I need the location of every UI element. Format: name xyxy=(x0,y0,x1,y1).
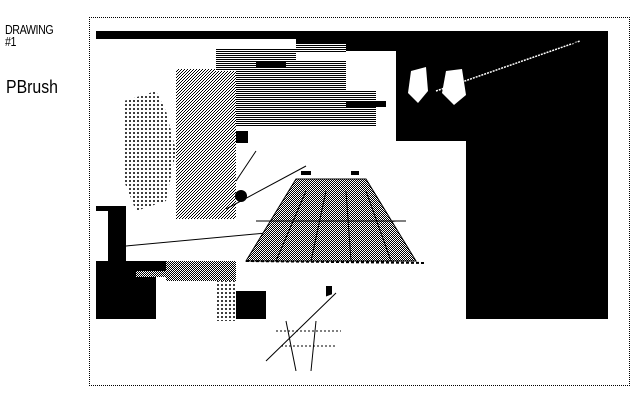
hatched-building xyxy=(176,69,236,219)
right-black-panel xyxy=(466,146,608,319)
page-frame xyxy=(89,17,630,386)
speckle-1 xyxy=(166,261,236,281)
drawing-canvas[interactable] xyxy=(96,31,608,371)
diagonal-line-2 xyxy=(295,40,581,44)
side-panel: DRAWING #1 PBrush xyxy=(0,0,84,400)
white-notch xyxy=(96,211,108,261)
document-title: DRAWING #1 xyxy=(5,22,54,49)
diagonal-line-1 xyxy=(435,40,581,92)
speckle-3 xyxy=(136,271,166,277)
white-figure-2 xyxy=(442,69,466,105)
white-lower-figure xyxy=(266,289,356,371)
document-title-line-1: DRAWING xyxy=(5,22,54,37)
perspective-grid xyxy=(225,150,427,264)
white-figure-1 xyxy=(408,67,428,103)
drawing-artwork xyxy=(96,31,608,371)
hatched-roof xyxy=(216,49,376,126)
hatched-strip xyxy=(296,43,346,53)
lower-grid xyxy=(265,292,341,371)
document-title-line-2: #1 xyxy=(5,34,17,49)
app-name: PBrush xyxy=(6,77,58,97)
speckle-2 xyxy=(216,281,236,321)
dotted-shape xyxy=(124,91,176,211)
